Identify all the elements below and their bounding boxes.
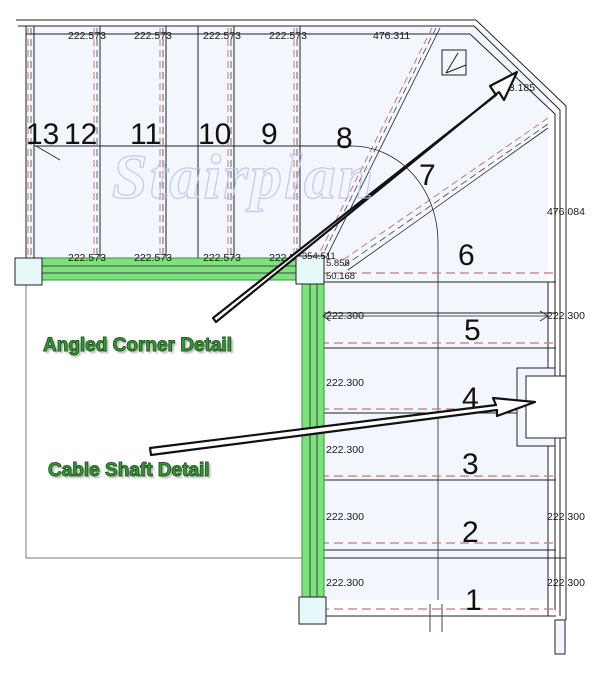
watermark: Stairplan xyxy=(111,140,376,212)
winder-lines xyxy=(325,27,549,600)
dim-bottom-1: 222.573 xyxy=(68,252,106,264)
callout-arrow-cable-shaft xyxy=(148,396,537,457)
dim-top-wide: 476.311 xyxy=(373,30,410,42)
dim-riser-left-4: 222.300 xyxy=(326,511,364,523)
dim-top-1: 222.573 xyxy=(68,30,106,42)
dim-riser-left-5: 222.300 xyxy=(326,577,364,589)
step-3: 3 xyxy=(462,448,479,481)
dim-top-3: 222.573 xyxy=(203,30,241,42)
step-13: 13 xyxy=(26,118,59,151)
dim-riser-left-3: 222.300 xyxy=(326,444,364,456)
dim-riser-right-2: 222.300 xyxy=(547,511,585,523)
dim-riser-right-3: 222.300 xyxy=(547,577,585,589)
dim-corner-b: 5.858 xyxy=(326,258,350,269)
step-6: 6 xyxy=(458,239,475,272)
dim-top-2: 222.573 xyxy=(134,30,172,42)
step-2: 2 xyxy=(462,516,479,549)
dim-top-4: 222.573 xyxy=(269,30,307,42)
step-11: 11 xyxy=(130,118,161,151)
step-numbers: 1 2 3 4 5 6 7 8 9 10 11 12 13 xyxy=(26,118,482,617)
dimensions: 222.573 222.573 222.573 222.573 476.311 … xyxy=(68,30,585,589)
step-7: 7 xyxy=(419,159,436,192)
corner-marker xyxy=(441,49,467,76)
callout-arrow-angled-corner xyxy=(211,70,519,324)
tread-area xyxy=(26,26,548,600)
step-10: 10 xyxy=(198,118,231,151)
step-9: 9 xyxy=(261,118,278,151)
hidden-lines-upper xyxy=(27,27,549,263)
riser-lines xyxy=(318,281,566,617)
dim-riser-right-1: 222.300 xyxy=(547,310,585,322)
hidden-lines-upper-dark xyxy=(30,27,549,267)
step-12: 12 xyxy=(64,118,97,151)
dim-riser-left-2: 222.300 xyxy=(326,377,364,389)
step-5: 5 xyxy=(464,314,481,347)
dim-bottom-3: 222.573 xyxy=(203,252,241,264)
landing-outline xyxy=(25,257,309,559)
dim-corner-a: 354.511 xyxy=(302,251,336,262)
dim-right-side: 476.084 xyxy=(547,206,585,218)
callout-cable-shaft-detail: Cable Shaft Detail xyxy=(48,460,211,482)
stringer-vertical xyxy=(301,281,325,599)
newel-posts xyxy=(14,255,327,625)
walk-line xyxy=(35,145,549,322)
dim-bottom-2: 222.573 xyxy=(134,252,172,264)
step-8: 8 xyxy=(336,122,353,155)
callout-angled-corner-detail: Angled Corner Detail xyxy=(43,335,233,357)
break-marks xyxy=(429,604,443,632)
hidden-lines-lower xyxy=(320,272,556,610)
dim-corner-c: 50.168 xyxy=(326,271,355,282)
step-1: 1 xyxy=(465,584,482,617)
tread-lines xyxy=(34,26,352,258)
